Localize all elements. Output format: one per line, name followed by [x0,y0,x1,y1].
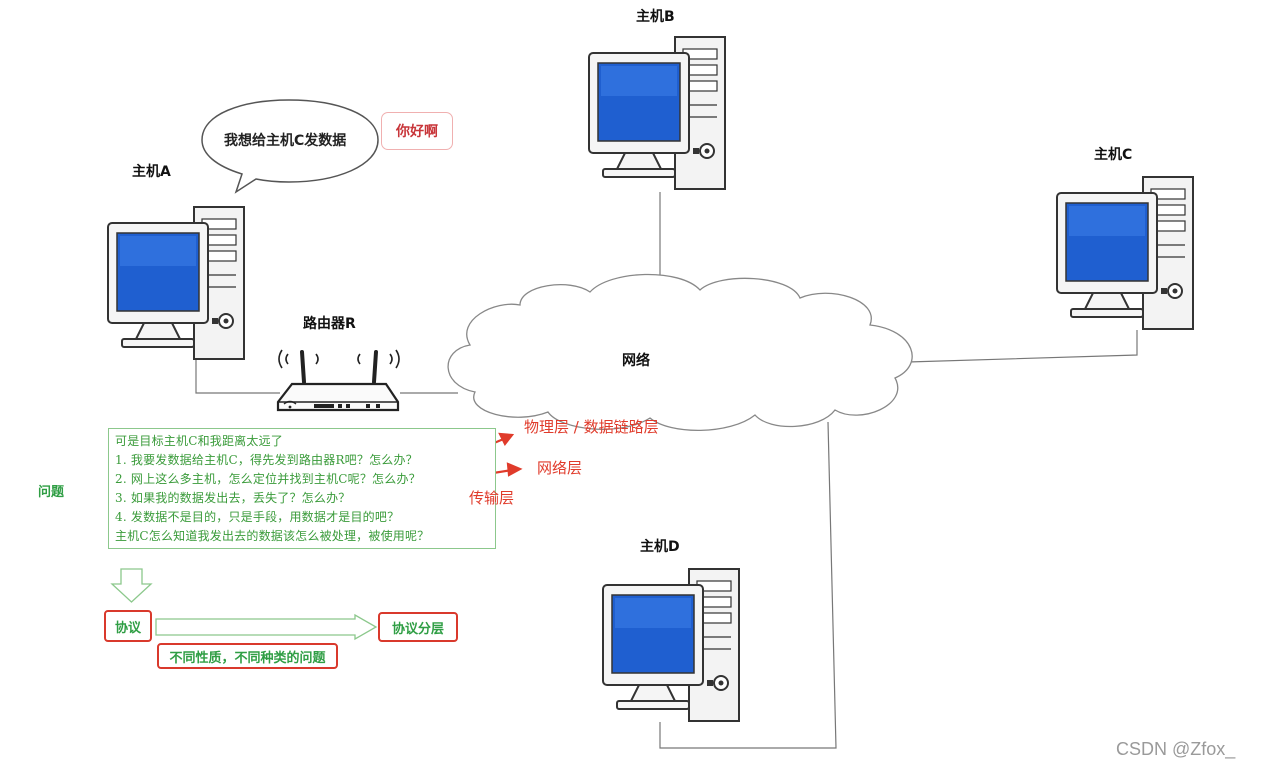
host-b-computer-icon [588,36,726,190]
down-arrow [110,568,153,603]
host-c-computer-icon [1056,176,1194,330]
host-c-label: 主机C [1094,147,1133,163]
question-side-label: 问题 [38,485,65,500]
questions-box: 可是目标主机C和我距离太远了 1. 我要发数据给主机C，得先发到路由器R吧？怎么… [108,428,496,549]
question-intro: 可是目标主机C和我距离太远了 [115,434,283,448]
link-hostD-cloud [659,421,837,749]
protocol-layering-text: 协议分层 [391,621,444,637]
host-d-label: 主机D [640,539,680,555]
watermark: CSDN @Zfox_ [1116,739,1236,759]
protocol-reason-box: 不同性质，不同种类的问题 [157,643,338,669]
host-a-label: 主机A [132,164,171,180]
protocol-text: 协议 [114,620,141,636]
router-label: 路由器R [303,316,356,332]
speech-bubble [201,99,379,194]
hello-box: 你好啊 [381,112,453,150]
question-item-4: 4. 发数据不是目的，只是手段，用数据才是目的吧？ [115,510,400,524]
host-b-label: 主机B [636,9,675,25]
link-hostA-router [195,352,280,394]
link-hostC-cloud [907,330,1138,363]
speech-bubble-text: 我想给主机C发数据 [224,133,347,149]
host-d-computer-icon [602,568,740,722]
question-item-3: 3. 如果我的数据发出去，丢失了？怎么办？ [115,491,351,505]
protocol-box: 协议 [104,610,152,642]
question-item-4-cont: 主机C怎么知道我发出去的数据该怎么被处理，被使用呢？ [115,529,430,543]
layer-network: 网络层 [537,459,583,477]
question-item-2: 2. 网上这么多主机，怎么定位并找到主机C呢？怎么办？ [115,472,421,486]
protocol-reason-text: 不同性质，不同种类的问题 [169,650,326,666]
host-a-computer-icon [107,206,245,360]
network-label: 网络 [622,353,650,369]
layer-transport: 传输层 [469,489,515,507]
network-cloud [447,273,913,432]
hello-text: 你好啊 [396,124,438,140]
router-icon [276,349,400,412]
protocol-layering-box: 协议分层 [378,612,458,642]
long-right-arrow [155,613,378,641]
layer-physical-datalink: 物理层 / 数据链路层 [524,418,659,436]
question-item-1: 1. 我要发数据给主机C，得先发到路由器R吧？怎么办？ [115,453,418,467]
